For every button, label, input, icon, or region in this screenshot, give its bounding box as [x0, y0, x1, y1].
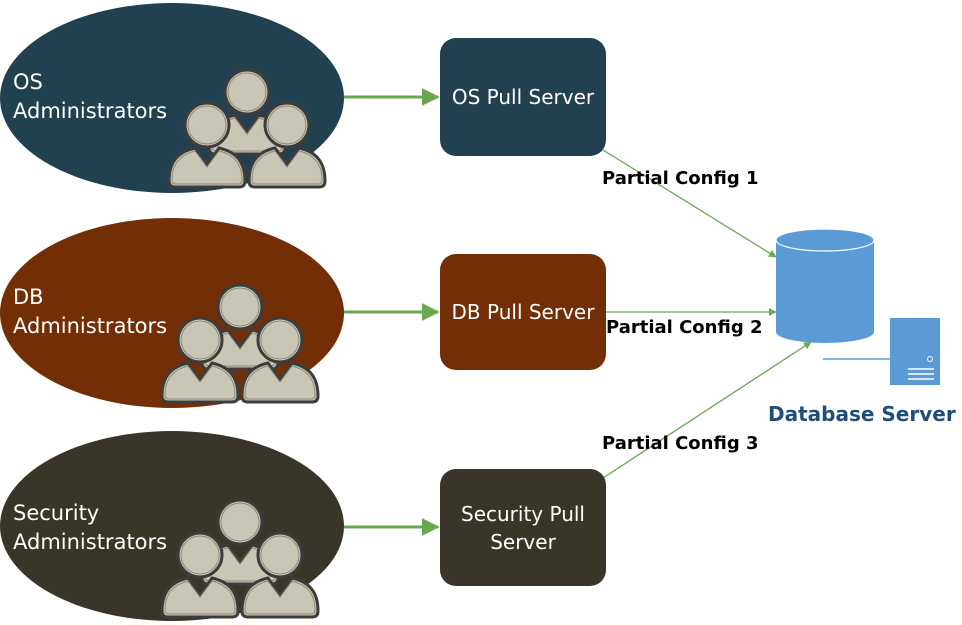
- group-name: Security: [13, 501, 100, 525]
- db-admins-label: DB Administrators: [13, 283, 167, 341]
- security-admins-label: Security Administrators: [13, 499, 167, 557]
- database-cylinder-icon: [775, 228, 875, 343]
- server-label: OS Pull Server: [451, 85, 595, 109]
- group-role: Administrators: [13, 99, 168, 123]
- partial-config-1-label: Partial Config 1: [602, 168, 759, 189]
- group-role: Administrators: [13, 314, 168, 338]
- os-admins-label: OS Administrators: [13, 68, 167, 126]
- db-pull-server-box: DB Pull Server: [440, 254, 606, 370]
- database-server-label: Database Server: [768, 402, 956, 426]
- server-label: Security Pull Server: [461, 501, 585, 554]
- security-pull-server-box: Security Pull Server: [440, 469, 606, 586]
- arrow-os-server-to-db: [602, 149, 777, 258]
- group-name: DB: [13, 285, 44, 309]
- group-name: OS: [13, 70, 43, 94]
- arrow-security-server-to-db: [602, 341, 812, 479]
- server-tower-icon: [890, 318, 940, 385]
- os-pull-server-box: OS Pull Server: [440, 38, 606, 156]
- group-role: Administrators: [13, 530, 168, 554]
- partial-config-2-label: Partial Config 2: [606, 317, 763, 338]
- partial-config-3-label: Partial Config 3: [602, 433, 759, 454]
- server-label: DB Pull Server: [451, 300, 595, 324]
